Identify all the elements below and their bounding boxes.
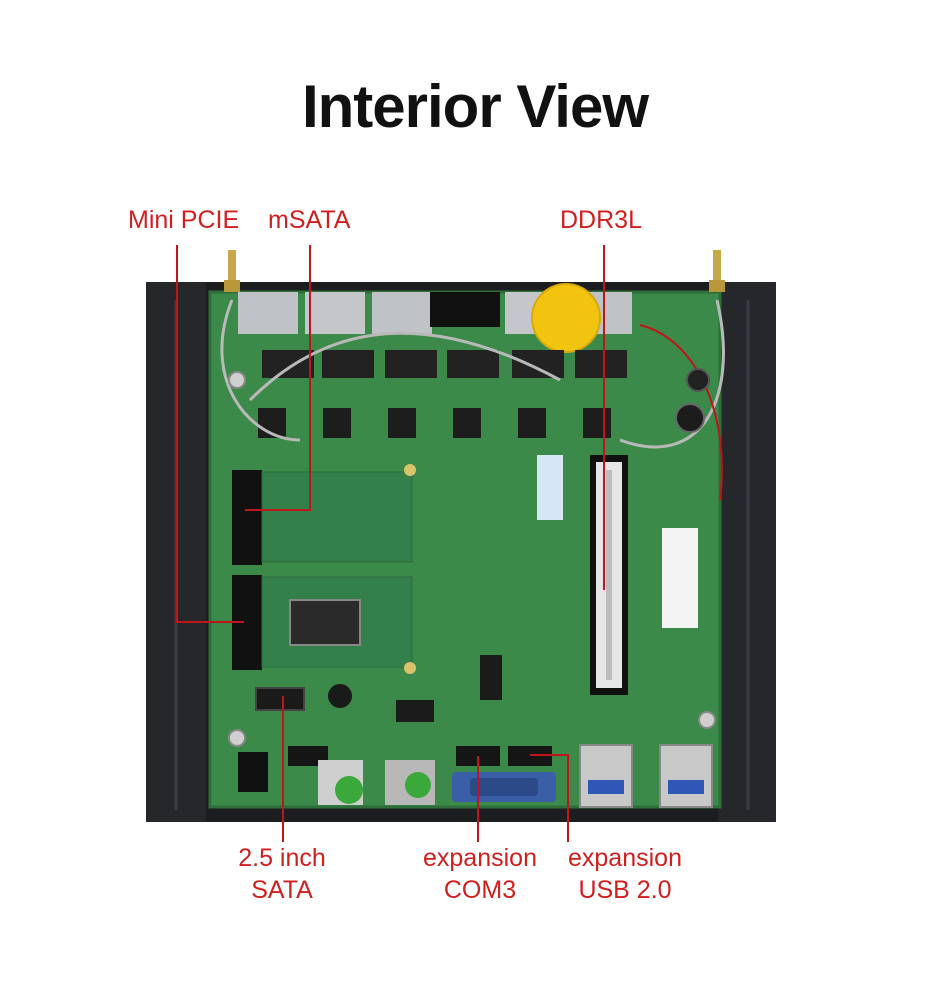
sata-connector xyxy=(255,687,305,711)
label-msata: mSATA xyxy=(268,206,351,234)
pointer-mini-pcie xyxy=(176,245,244,623)
label-sata-line2: SATA xyxy=(251,876,313,904)
label-usb2: expansion USB 2.0 xyxy=(560,842,690,906)
label-mini-pcie: Mini PCIE xyxy=(128,206,240,234)
label-com3-line1: expansion xyxy=(423,844,537,872)
label-sata: 2.5 inch SATA xyxy=(222,842,342,906)
usb3-port-1 xyxy=(579,744,633,808)
antenna-right-icon xyxy=(709,250,725,292)
pointer-usb2 xyxy=(530,754,569,842)
label-com3-line2: COM3 xyxy=(443,876,517,904)
label-sata-line1: 2.5 inch xyxy=(238,844,326,872)
page-title: Interior View xyxy=(301,73,649,140)
label-ddr3l: DDR3L xyxy=(560,206,642,234)
pointer-msata xyxy=(245,245,311,511)
antenna-left-icon xyxy=(224,250,240,292)
label-com3: expansion COM3 xyxy=(410,842,550,906)
msata-slot xyxy=(232,470,262,565)
cmos-battery xyxy=(531,283,601,353)
label-usb2-line2: USB 2.0 xyxy=(578,876,672,904)
usb3-port-2 xyxy=(659,744,713,808)
label-usb2-line1: expansion xyxy=(568,844,682,872)
sim-slot xyxy=(289,599,361,646)
